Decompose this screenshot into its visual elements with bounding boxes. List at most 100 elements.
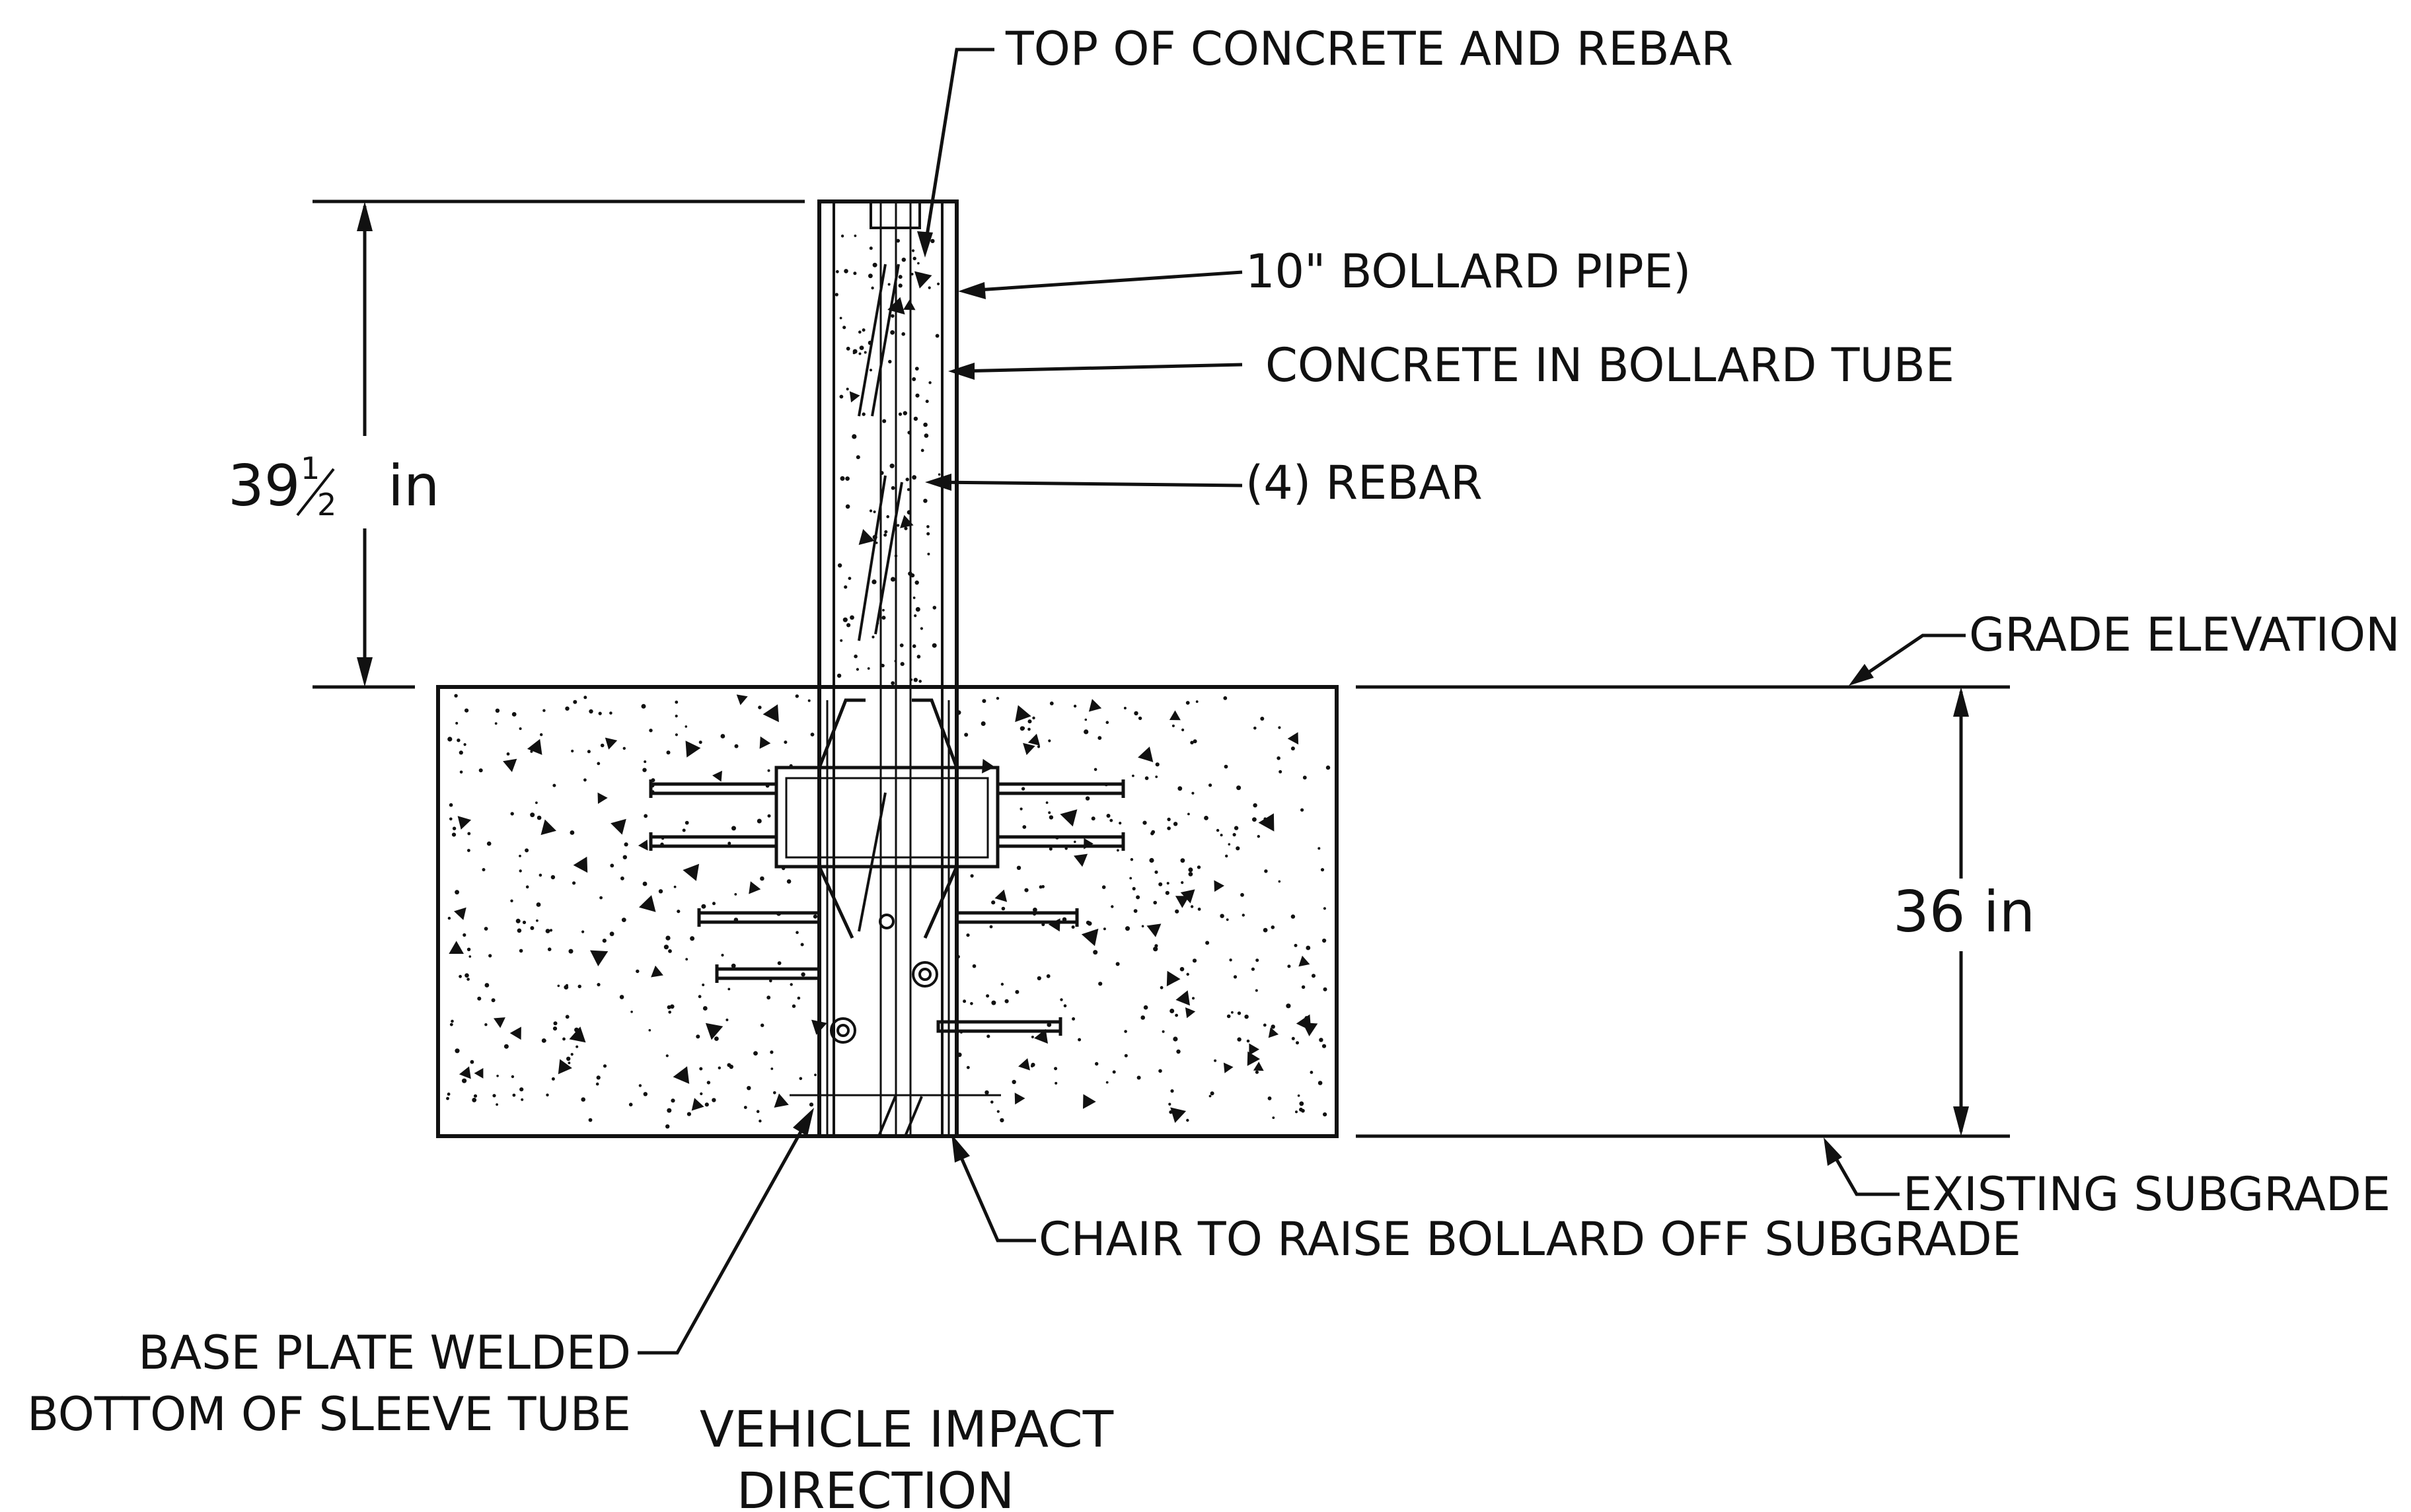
- aggregate-dot: [670, 1004, 675, 1009]
- aggregate-dot: [1166, 882, 1169, 885]
- aggregate-stone: [712, 770, 722, 782]
- aggregate-dot: [665, 935, 671, 941]
- aggregate-dot: [920, 627, 923, 630]
- aggregate-stone: [527, 738, 542, 755]
- grade-elevation-label: GRADE ELEVATION: [1969, 608, 2400, 662]
- aggregate-dot: [600, 743, 605, 748]
- aggregate-dot: [542, 709, 546, 712]
- aggregate-dot: [1048, 811, 1051, 814]
- aggregate-dot: [624, 842, 628, 847]
- aggregate-dot: [836, 673, 842, 678]
- aggregate-dot: [912, 596, 916, 599]
- aggregate-dot: [840, 476, 845, 481]
- aggregate-dot: [609, 931, 614, 937]
- aggregate-dot: [1190, 740, 1194, 744]
- aggregate-dot: [452, 826, 457, 830]
- aggregate-dot: [570, 830, 575, 835]
- aggregate-dot: [478, 768, 483, 773]
- aggregate-dot: [1171, 724, 1175, 727]
- aggregate-dot: [609, 711, 612, 715]
- aggregate-dot: [1093, 950, 1098, 955]
- aggregate-dot: [1246, 1039, 1250, 1043]
- aggregate-dot: [459, 974, 462, 978]
- aggregate-dot: [796, 931, 799, 934]
- aggregate-dot: [671, 1098, 675, 1103]
- aggregate-dot: [1132, 886, 1136, 890]
- aggregate-dot: [506, 752, 510, 756]
- aggregate-dot: [964, 733, 969, 737]
- leader-arrowhead: [925, 474, 951, 491]
- aggregate-dot: [1297, 1094, 1300, 1097]
- aggregate-dot: [797, 996, 801, 1000]
- aggregate-dot: [565, 706, 570, 711]
- aggregate-dot: [927, 552, 930, 556]
- aggregate-dot: [610, 863, 614, 868]
- aggregate-dot: [1290, 746, 1295, 751]
- chair-label: CHAIR TO RAISE BOLLARD OFF SUBGRADE: [1039, 1212, 2021, 1266]
- aggregate-dot: [760, 876, 764, 881]
- aggregate-dot: [1173, 822, 1178, 826]
- aggregate-dot: [1267, 1096, 1272, 1100]
- aggregate-dot: [1049, 847, 1053, 851]
- aggregate-dot: [665, 1124, 670, 1129]
- aggregate-dot: [935, 334, 940, 338]
- aggregate-dot: [1046, 974, 1051, 978]
- aggregate-dot: [1321, 1044, 1327, 1048]
- anchor-rod: [649, 832, 778, 851]
- aggregate-dot: [928, 286, 931, 289]
- aggregate-stone: [638, 840, 648, 851]
- aggregate-dot: [810, 733, 815, 737]
- aggregate-dot: [1181, 728, 1185, 732]
- aggregate-dot: [924, 433, 929, 438]
- aggregate-dot: [451, 832, 457, 837]
- aggregate-dot: [1012, 1079, 1016, 1085]
- concrete-in-tube-label: CONCRETE IN BOLLARD TUBE: [1265, 338, 1954, 392]
- aggregate-dot: [545, 929, 550, 933]
- aggregate-stone: [494, 1017, 505, 1028]
- aggregate-stone: [1014, 1093, 1025, 1105]
- aggregate-dot: [1175, 1013, 1178, 1017]
- aggregate-dot: [1255, 989, 1258, 992]
- aggregate-dot: [1306, 945, 1311, 951]
- aggregate-dot: [926, 525, 930, 528]
- aggregate-dot: [602, 939, 607, 943]
- aggregate-dot: [1323, 907, 1326, 910]
- aggregate-dot: [1252, 817, 1257, 822]
- aggregate-dot: [712, 902, 716, 906]
- aggregate-stone: [1166, 970, 1181, 987]
- leader-lines: [638, 48, 1966, 1355]
- aggregate-dot: [800, 943, 804, 947]
- aggregate-dot: [890, 577, 896, 582]
- aggregate-dot: [1271, 1025, 1275, 1029]
- aggregate-dot: [541, 1038, 546, 1043]
- aggregate-dot: [643, 1092, 648, 1097]
- aggregate-dot: [966, 933, 970, 937]
- aggregate-dot: [598, 711, 602, 715]
- aggregate-stone: [1023, 742, 1035, 756]
- aggregate-dot: [913, 678, 918, 682]
- aggregate-dot: [1237, 1011, 1242, 1015]
- aggregate-dot: [1158, 1069, 1162, 1073]
- aggregate-stone: [1258, 813, 1275, 832]
- aggregate-dot: [1310, 1071, 1314, 1074]
- aggregate-dot: [837, 563, 842, 568]
- anchor-rod: [936, 1017, 1062, 1036]
- aggregate-dot: [1251, 967, 1255, 971]
- aggregate-stone: [1169, 710, 1181, 721]
- aggregate-stone: [558, 1059, 572, 1075]
- aggregate-dot: [1020, 807, 1023, 810]
- aggregate-dot: [1187, 812, 1190, 816]
- aggregate-dot: [449, 803, 453, 807]
- aggregate-dot: [562, 1037, 566, 1041]
- aggregate-dot: [1091, 816, 1095, 821]
- footing-aggregate-pattern: [446, 694, 1331, 1129]
- aggregate-dot: [727, 842, 731, 846]
- aggregate-dot: [706, 1081, 711, 1085]
- aggregate-dot: [915, 393, 920, 398]
- aggregate-dot: [848, 577, 852, 580]
- aggregate-dot: [1204, 816, 1208, 820]
- aggregate-dot: [1220, 834, 1223, 837]
- aggregate-dot: [663, 945, 669, 950]
- aggregate-dot: [649, 729, 653, 733]
- aggregate-stone: [1249, 1043, 1259, 1056]
